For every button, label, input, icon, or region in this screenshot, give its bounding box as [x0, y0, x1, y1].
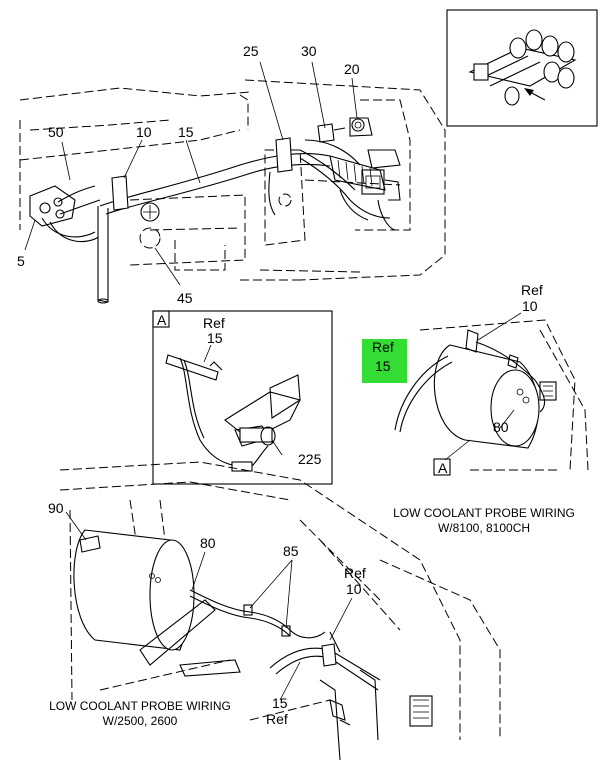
right-callout-80: 80 [493, 419, 509, 435]
truck-chassis-icon [468, 29, 577, 106]
callout-25: 25 [243, 43, 259, 59]
callout-90: 90 [48, 500, 64, 516]
orientation-inset [446, 9, 598, 127]
arrow-icon [524, 88, 546, 101]
callout-labels: 50 10 15 25 30 20 5 45 A Ref 15 225 Ref … [17, 43, 575, 728]
callout-20: 20 [344, 61, 360, 77]
callout-30: 30 [301, 43, 317, 59]
detail-a-ref: Ref [203, 315, 225, 331]
right-caption-line2: W/8100, 8100CH [438, 521, 530, 535]
callout-85: 85 [283, 543, 299, 559]
highlight-box [362, 339, 407, 383]
right-ref-top: Ref [521, 282, 543, 298]
bottom-caption-line2: W/2500, 2600 [103, 714, 178, 728]
detail-a-box [152, 310, 333, 485]
bottom-ref: Ref [344, 565, 366, 581]
bottom-ref-2: Ref [266, 711, 288, 727]
engine-cab-view [19, 61, 446, 304]
bottom-tank-view [59, 461, 501, 761]
right-tank-view [362, 312, 589, 476]
bottom-callout-80: 80 [200, 535, 216, 551]
bottom-callout-10: 10 [346, 581, 362, 597]
right-a-tag: A [438, 460, 448, 476]
highlight-ref: Ref [372, 339, 394, 355]
callout-5: 5 [17, 253, 25, 269]
detail-a-tag: A [157, 312, 167, 328]
bottom-caption-line1: LOW COOLANT PROBE WIRING [49, 699, 231, 713]
detail-a-15: 15 [207, 330, 223, 346]
callout-10-top: 10 [136, 124, 152, 140]
callout-45: 45 [177, 290, 193, 306]
callout-225: 225 [298, 451, 322, 467]
bottom-callout-15: 15 [272, 695, 288, 711]
callout-50: 50 [48, 124, 64, 140]
highlight-15: 15 [375, 358, 391, 374]
callout-15-top: 15 [178, 124, 194, 140]
right-callout-10: 10 [522, 298, 538, 314]
right-caption-line1: LOW COOLANT PROBE WIRING [393, 506, 575, 520]
